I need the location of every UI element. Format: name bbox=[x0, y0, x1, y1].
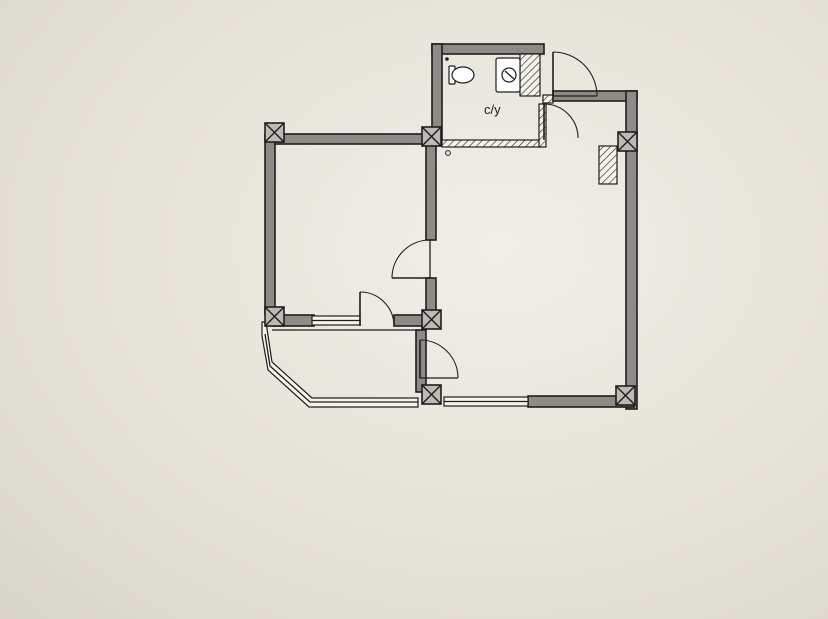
bathroom-label: с/у bbox=[484, 102, 501, 117]
column-nw bbox=[264, 122, 285, 143]
balcony-outline bbox=[261, 321, 419, 408]
living-right-wall bbox=[625, 90, 638, 410]
column-center-mid bbox=[421, 309, 442, 330]
column-center-top bbox=[421, 126, 442, 147]
toilet-icon bbox=[445, 57, 475, 85]
bedroom-left-wall bbox=[264, 133, 276, 315]
bathroom-shaft bbox=[519, 53, 541, 97]
bedroom-top-wall bbox=[271, 133, 431, 145]
column-sw bbox=[264, 306, 285, 327]
column-ne bbox=[617, 131, 638, 152]
bathroom-doorway-partition bbox=[542, 94, 554, 104]
bathroom-top-wall bbox=[431, 43, 545, 55]
column-se bbox=[615, 385, 636, 406]
bathroom-entry-door bbox=[552, 51, 598, 97]
living-shaft bbox=[598, 145, 618, 185]
balcony-right-wall bbox=[415, 329, 427, 393]
bedroom-door bbox=[391, 239, 431, 279]
bathroom-bottom-partition bbox=[441, 139, 543, 148]
column-center-bottom bbox=[421, 384, 442, 405]
balcony-door bbox=[359, 291, 395, 327]
partition-wall-upper bbox=[425, 143, 437, 241]
bathroom-left-wall bbox=[431, 43, 443, 141]
bathroom-right-partition bbox=[538, 103, 547, 148]
living-balcony-door bbox=[419, 339, 459, 379]
sink-icon bbox=[495, 57, 521, 93]
drain-icon bbox=[445, 150, 451, 156]
partition-wall-lower bbox=[425, 277, 437, 315]
bathroom-inner-door bbox=[543, 103, 579, 140]
